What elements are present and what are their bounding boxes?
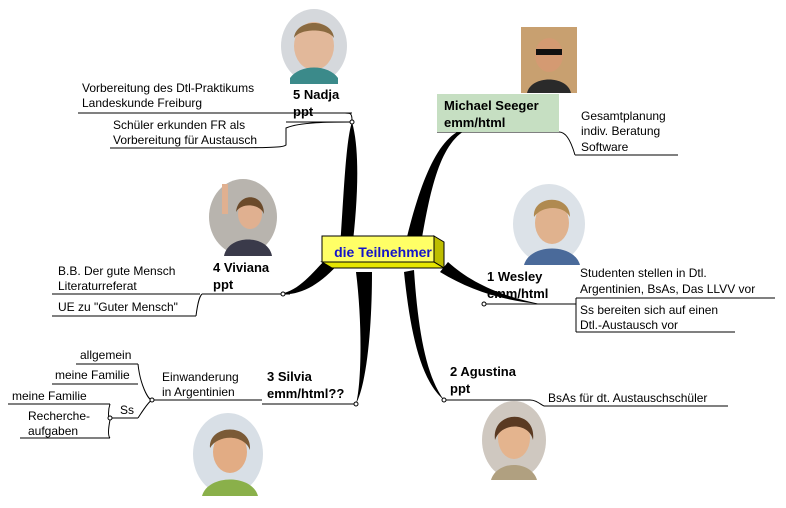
center-box-shape <box>320 235 446 269</box>
seeger-tool: emm/html <box>444 115 506 130</box>
center-node[interactable]: die Teilnehmer <box>318 232 448 274</box>
viviana-tool: ppt <box>213 277 234 292</box>
seeger-photo <box>521 27 577 93</box>
wesley-tool: emm/html <box>487 286 549 301</box>
silvia-sub1-2: meine Familie <box>55 368 130 382</box>
silvia-name: 3 Silvia <box>267 369 312 384</box>
branch-silvia <box>356 272 372 404</box>
nadja-tool: ppt <box>293 104 314 119</box>
silvia-sub1-1: allgemein <box>80 348 132 362</box>
seeger-note-3: Software <box>581 140 629 154</box>
silvia-ss: Ss <box>120 403 135 417</box>
nadja-note-4: Vorbereitung für Austausch <box>113 133 258 147</box>
nadja-name: 5 Nadja <box>293 87 340 102</box>
silvia-sub2-2: Recherche- <box>28 409 91 423</box>
silvia-photo <box>192 412 264 496</box>
silvia-sub2-3: aufgaben <box>28 424 79 438</box>
viviana-note-2: Literaturreferat <box>58 279 137 293</box>
branch-agustina <box>404 270 444 400</box>
wesley-photo <box>512 183 586 265</box>
nadja-note-3: Schüler erkunden FR als <box>113 118 246 132</box>
silvia-sub2-1: meine Familie <box>12 389 87 403</box>
seeger-note-1: Gesamtplanung <box>581 109 666 123</box>
agustina-name: 2 Agustina <box>450 364 516 379</box>
seeger-node-box[interactable] <box>437 94 559 132</box>
viviana-note-3: UE zu "Guter Mensch" <box>58 300 178 314</box>
seeger-note-2: indiv. Beratung <box>581 124 661 138</box>
nadja-photo <box>280 8 348 84</box>
silvia-tool: emm/html?? <box>267 386 345 401</box>
agustina-tool: ppt <box>450 381 471 396</box>
wesley-note-3: Ss bereiten sich auf einen <box>580 303 719 317</box>
center-label: die Teilnehmer <box>334 244 432 260</box>
silvia-branch-2: in Argentinien <box>162 385 235 399</box>
nadja-note-1: Vorbereitung des Dtl-Praktikums <box>82 81 255 95</box>
nadja-note-2: Landeskunde Freiburg <box>82 96 203 110</box>
branch-wesley <box>440 262 540 304</box>
wesley-name: 1 Wesley <box>487 269 543 284</box>
seeger-name: Michael Seeger <box>444 98 539 113</box>
viviana-name: 4 Viviana <box>213 260 270 275</box>
wesley-note-1: Studenten stellen in Dtl. <box>580 266 707 280</box>
wesley-note-2: Argentinien, BsAs, Das LLVV vor <box>580 282 756 296</box>
agustina-photo <box>481 400 547 480</box>
viviana-note-1: B.B. Der gute Mensch <box>58 264 176 278</box>
viviana-photo <box>208 178 278 256</box>
branch-viviana <box>280 255 340 295</box>
branch-seeger <box>404 128 470 250</box>
silvia-branch-1: Einwanderung <box>162 370 239 384</box>
agustina-note-1: BsAs für dt. Austauschschüler <box>548 391 708 405</box>
wesley-note-4: Dtl.-Austausch vor <box>580 318 679 332</box>
branch-nadja <box>340 122 358 250</box>
